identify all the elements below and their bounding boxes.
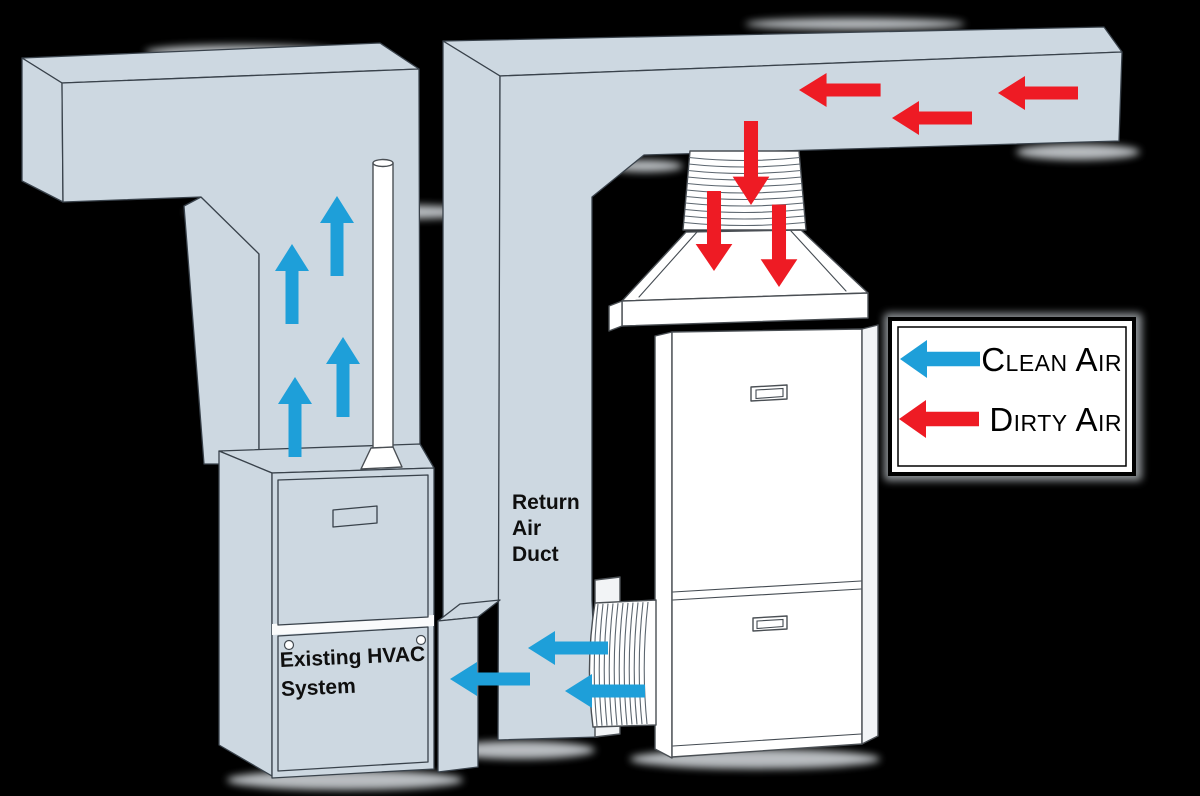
air-cleaner-unit (588, 150, 879, 759)
flue-pipe-body (372, 162, 394, 451)
supply-duct-front-face (61, 68, 421, 465)
supply-duct-end-cap (21, 57, 64, 203)
return-duct-label-line2: Air (512, 517, 541, 540)
return-air-duct-label: Return Air Duct (512, 491, 580, 566)
legend: Clean Air Dirty Air (884, 313, 1142, 481)
cabinet-side-right (861, 324, 879, 745)
lower-door-handle-inner (756, 618, 784, 630)
legend-inner-border (897, 326, 1127, 467)
panel-screw-left (283, 639, 295, 651)
legend-box (888, 317, 1136, 476)
existing-hvac-unit: Existing HVAC System (218, 443, 435, 779)
cabinet-panel-lines (672, 580, 862, 747)
supply-duct-assembly (21, 42, 421, 465)
hvac-label-line2: System (281, 675, 357, 701)
outlet-flex-duct-rings (593, 601, 649, 727)
return-duct-front-face (497, 51, 1123, 741)
cabinet-side-left (654, 331, 673, 759)
air-cleaner-hopper (621, 229, 869, 302)
flue-pipe-top (372, 158, 394, 168)
flue-pipe (360, 158, 403, 470)
hvac-connector-panel (437, 616, 479, 773)
return-duct-side-face (442, 40, 501, 623)
panel-screw-right (415, 634, 427, 646)
return-duct-label-line3: Duct (512, 543, 559, 566)
furnace-panel-slot (332, 505, 378, 528)
return-duct-label-line1: Return (512, 491, 580, 514)
hopper-crease-lines (638, 230, 847, 298)
flue-pipe-boot (360, 446, 403, 470)
furnace-upper-panel (277, 474, 429, 626)
upper-door-handle-inner (755, 387, 784, 400)
furnace-panel-divider (272, 615, 434, 635)
clean-air-legend-label: Clean Air (981, 341, 1122, 378)
furnace-side-face (218, 450, 273, 777)
furnace-lower-panel (277, 626, 429, 772)
hopper-rim-end (608, 300, 623, 332)
dirty-air-legend-label: Dirty Air (989, 401, 1122, 438)
